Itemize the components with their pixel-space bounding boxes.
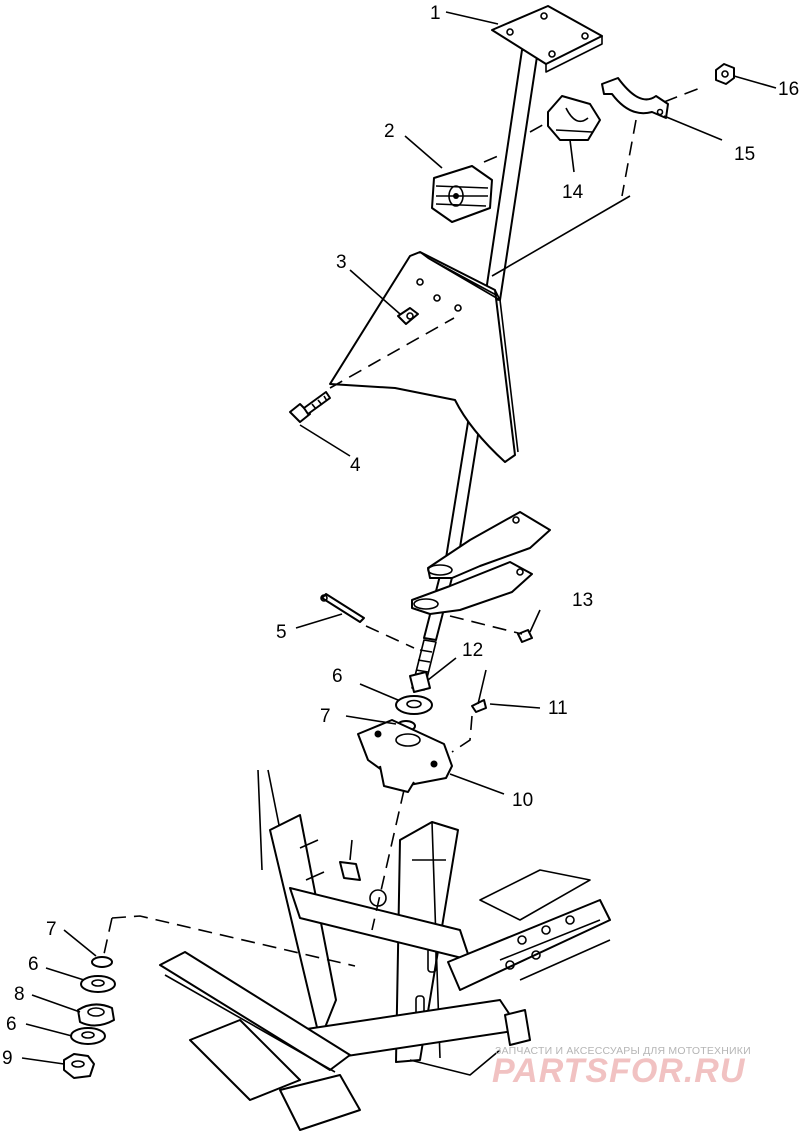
- lower-hardware-stack: [63, 956, 116, 1079]
- bushing-block: [431, 165, 493, 223]
- steering-arm-brackets: [411, 511, 551, 615]
- callout-10: 10: [512, 790, 533, 811]
- screw-13: [517, 629, 533, 643]
- bearing-8: [77, 1003, 115, 1027]
- screw-3: [397, 307, 419, 325]
- callout-9: 9: [2, 1048, 13, 1069]
- washer-6-upper: [395, 695, 433, 715]
- lower-steering-bearing: [357, 719, 453, 793]
- assembly-lines: [103, 87, 701, 967]
- callout-2: 2: [384, 121, 395, 142]
- nut-9: [63, 1053, 95, 1079]
- handlebar-mount-plate: [491, 5, 603, 73]
- oring-7-lower: [91, 956, 113, 968]
- bolt-4: [289, 391, 331, 423]
- callout-6-lower-a: 6: [28, 954, 39, 975]
- callout-15: 15: [734, 144, 755, 165]
- bushing-half: [547, 95, 601, 141]
- callout-12: 12: [462, 640, 483, 661]
- callout-7-lower: 7: [46, 919, 57, 940]
- watermark-caption: ЗАПЧАСТИ И АКСЕССУАРЫ ДЛЯ МОТОТЕХНИКИ: [495, 1045, 751, 1057]
- leader-lines: [21, 11, 777, 1065]
- callouts: 1 2 3 4 5 6 7 10 11 12 13 14 15 16 7 6 8…: [2, 3, 799, 1069]
- callout-16: 16: [778, 79, 799, 100]
- cotter-pin-5: [320, 593, 365, 623]
- steering-clamp: [601, 77, 669, 119]
- callout-1: 1: [430, 3, 441, 24]
- callout-7-upper: 7: [320, 706, 331, 727]
- chassis-frame: [159, 769, 611, 1131]
- washer-6-lower-a: [80, 975, 116, 993]
- callout-8: 8: [14, 984, 25, 1005]
- nut-16: [715, 63, 735, 85]
- callout-3: 3: [336, 252, 347, 273]
- callout-6-lower-b: 6: [6, 1014, 17, 1035]
- washer-6-lower-b: [70, 1027, 106, 1045]
- callout-5: 5: [276, 622, 287, 643]
- steering-console-panel: [329, 251, 519, 463]
- callout-14: 14: [562, 182, 584, 203]
- callout-13: 13: [572, 590, 593, 611]
- nut-12: [409, 671, 431, 693]
- callout-6-upper: 6: [332, 666, 343, 687]
- screw-11: [471, 669, 487, 713]
- watermark-logo: PARTSFOR.RU: [492, 1052, 746, 1090]
- callout-11: 11: [548, 698, 568, 719]
- callout-4: 4: [350, 455, 361, 476]
